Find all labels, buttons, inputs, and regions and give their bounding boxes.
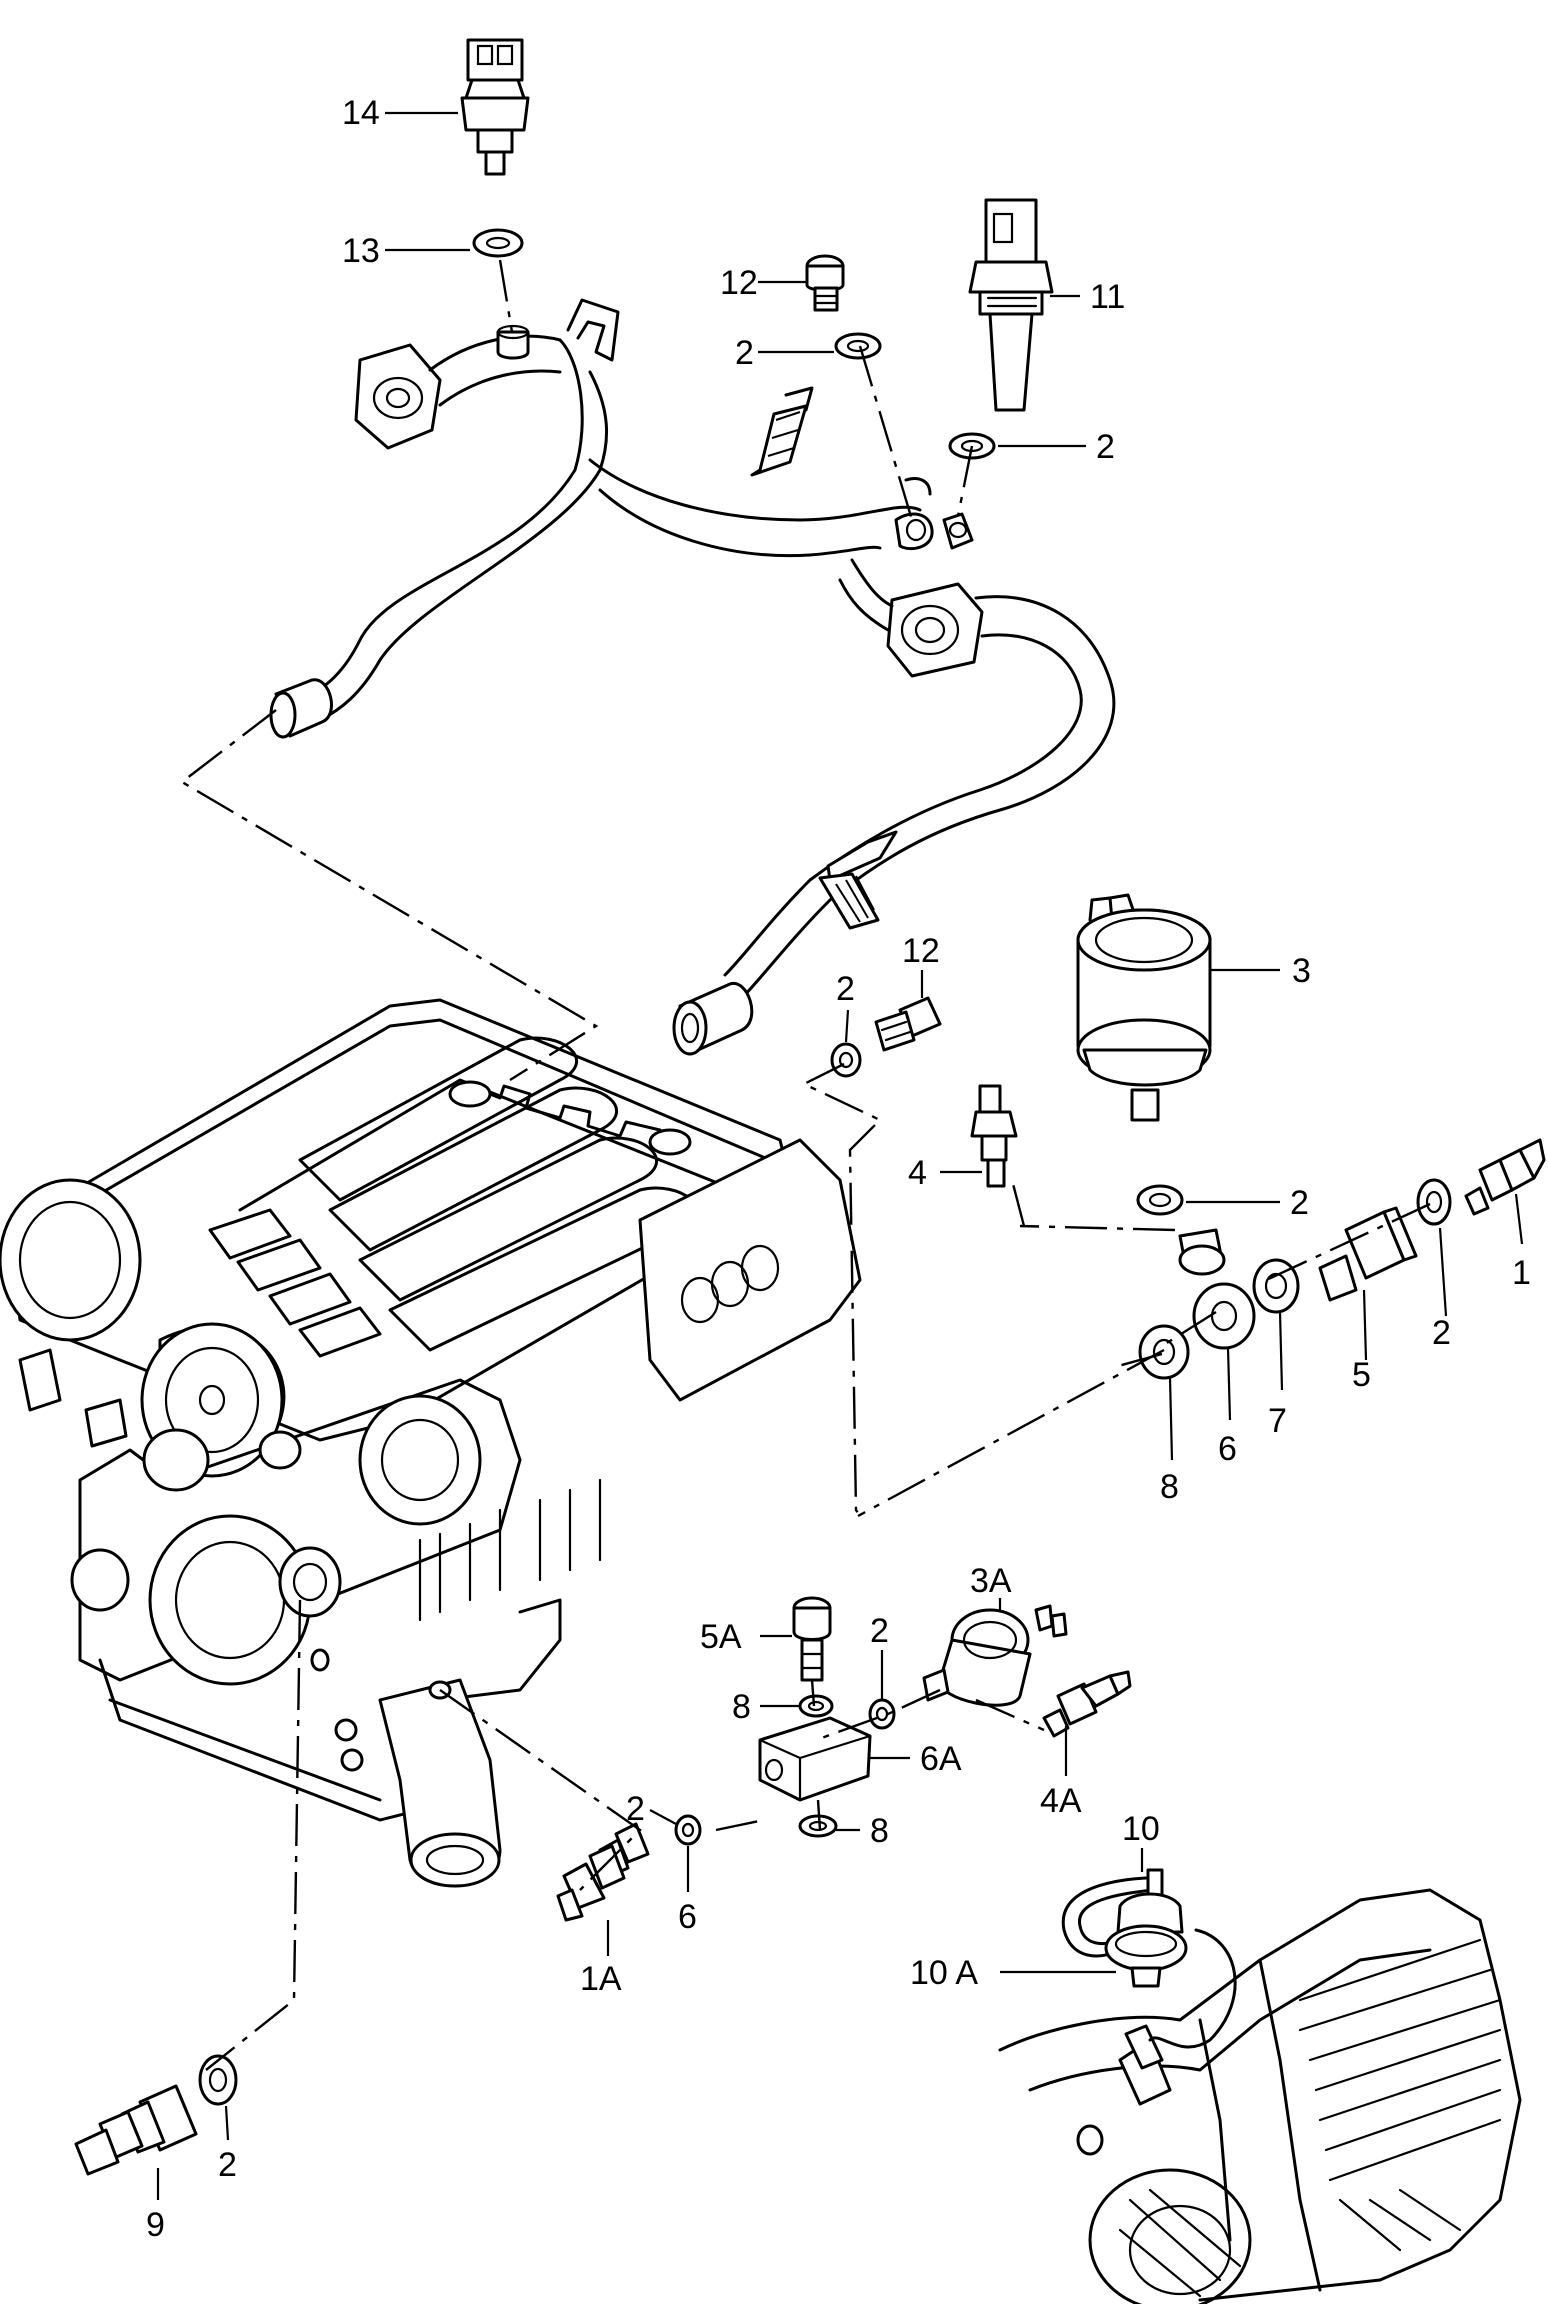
part-10A-vacuum-valve[interactable]: [1104, 1868, 1188, 1988]
part-12-hollow-bolt-top[interactable]: [805, 254, 845, 312]
leader-lines: [156, 111, 1524, 2200]
engine-block: [0, 998, 862, 1888]
part-9-oil-pressure-switch[interactable]: [74, 2084, 198, 2176]
callout-1A: 1A: [580, 1960, 622, 1998]
part-2-seal-ring-block[interactable]: [868, 1698, 896, 1730]
callout-6: 6: [1218, 1430, 1237, 1468]
callout-5: 5: [1352, 1356, 1371, 1394]
part-6-seal-ring-right[interactable]: [1192, 1282, 1256, 1350]
callout-10: 10: [1122, 1810, 1160, 1848]
callout-2-left-block: 2: [626, 1790, 645, 1828]
callout-11: 11: [1090, 278, 1125, 316]
part-14-temperature-switch[interactable]: [460, 38, 530, 176]
callout-2-top-washer: 2: [735, 334, 754, 372]
part-2-seal-ring-small[interactable]: [830, 1042, 862, 1078]
part-5A-banjo-bolt[interactable]: [792, 1596, 832, 1682]
callout-6-bottom: 6: [678, 1898, 697, 1936]
part-8-seal-ring-top-block[interactable]: [798, 1694, 834, 1718]
part-3A-oil-pressure-sender[interactable]: [922, 1604, 1068, 1707]
adapter-fitting: [1178, 1228, 1226, 1276]
callout-4A: 4A: [1040, 1782, 1082, 1820]
callout-4: 4: [908, 1154, 927, 1192]
part-1A-oil-pressure-switch[interactable]: [556, 1822, 650, 1922]
part-2-seal-ring-top[interactable]: [834, 332, 882, 360]
part-8-seal-ring-bottom-block[interactable]: [798, 1814, 838, 1838]
callout-13: 13: [342, 232, 380, 270]
callout-labels: 14 13 12 2 11 2 2 12 3 4 2 1 2 5 7 6 8 3…: [146, 94, 1531, 2244]
callout-9: 9: [146, 2206, 165, 2244]
callout-1: 1: [1512, 1254, 1531, 1292]
callout-2-bottom: 2: [218, 2146, 237, 2184]
part-2-seal-ring-left-block[interactable]: [674, 1814, 702, 1846]
part-2-seal-ring-mid[interactable]: [1136, 1184, 1184, 1216]
part-7-seal-ring[interactable]: [1252, 1258, 1300, 1314]
callout-8: 8: [1160, 1468, 1179, 1506]
callout-3: 3: [1292, 952, 1311, 990]
coolant-pipe-assembly: [269, 298, 1116, 1056]
part-6A-distributor-block[interactable]: [758, 1716, 872, 1802]
callout-2-small: 2: [836, 970, 855, 1008]
callout-6A: 6A: [920, 1740, 962, 1778]
callout-10A: 10 A: [910, 1954, 978, 1992]
part-13-seal-ring[interactable]: [472, 228, 524, 258]
part-2-seal-ring-bottom[interactable]: [198, 2054, 238, 2106]
part-5-oil-pressure-switch[interactable]: [1318, 1206, 1418, 1302]
part-2-seal-ring-right[interactable]: [1416, 1178, 1452, 1226]
part-4-oil-pressure-switch[interactable]: [970, 1084, 1018, 1188]
part-4A-oil-pressure-switch[interactable]: [1042, 1670, 1132, 1738]
callout-14: 14: [342, 94, 380, 132]
transmission-housing: [998, 1888, 1522, 2309]
part-1-oil-pressure-switch[interactable]: [1464, 1138, 1546, 1216]
part-3-oil-pressure-sender[interactable]: [1076, 893, 1212, 1122]
dash-dot-connection-lines: [179, 259, 1431, 2071]
part-12-hollow-bolt-mid[interactable]: [874, 996, 942, 1052]
part-11-coolant-temperature-sender[interactable]: [968, 198, 1054, 412]
callout-2-mid: 2: [1290, 1184, 1309, 1222]
part-8-seal-ring-right[interactable]: [1138, 1324, 1190, 1380]
part-10-vacuum-hose[interactable]: [1061, 1876, 1237, 2049]
callout-12-top: 12: [720, 264, 758, 302]
callout-7: 7: [1268, 1402, 1287, 1440]
callout-2-block: 2: [870, 1612, 889, 1650]
callout-5A: 5A: [700, 1618, 742, 1656]
callout-2-right: 2: [1432, 1314, 1451, 1352]
callout-12-mid: 12: [902, 932, 940, 970]
callout-8-bottom: 8: [870, 1812, 889, 1850]
callout-3A: 3A: [970, 1562, 1012, 1600]
callout-8-top: 8: [732, 1688, 751, 1726]
callout-2-sender: 2: [1096, 428, 1115, 466]
